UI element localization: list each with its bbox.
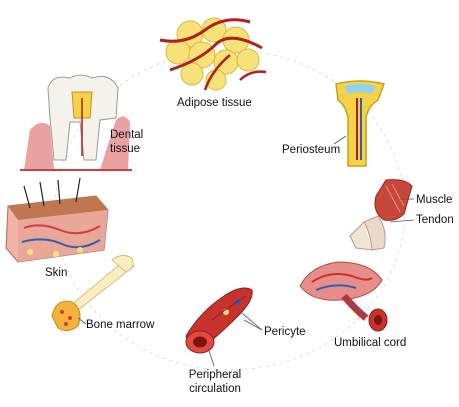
label-bone-marrow: Bone marrow [86,319,155,331]
label-pericyte: Pericyte [264,326,306,338]
skin-illustration [5,177,109,263]
blood-vessel-illustration [185,287,263,367]
label-peripheral-circulation: Peripheral circulation [185,368,245,396]
label-peripheral-line1: Peripheral [188,369,242,381]
bone-marrow-illustration [51,254,135,332]
periosteum-illustration [333,80,385,167]
label-dental-line1: Dental [110,129,144,141]
adipose-tissue-illustration [159,17,267,91]
label-muscle: Muscle [416,194,453,206]
label-umbilical-cord: Umbilical cord [334,337,407,349]
dental-tissue-illustration [20,74,132,171]
label-dental-line2: tissue [110,143,141,155]
label-peripheral-line2: circulation [189,383,241,395]
label-dental-tissue: Dental tissue [110,128,143,156]
label-adipose-tissue: Adipose tissue [177,97,252,109]
umbilical-cord-illustration [299,261,388,332]
muscle-tendon-illustration [349,179,415,251]
label-tendon: Tendon [416,214,454,226]
label-skin: Skin [45,267,68,279]
label-periosteum: Periosteum [282,144,341,156]
